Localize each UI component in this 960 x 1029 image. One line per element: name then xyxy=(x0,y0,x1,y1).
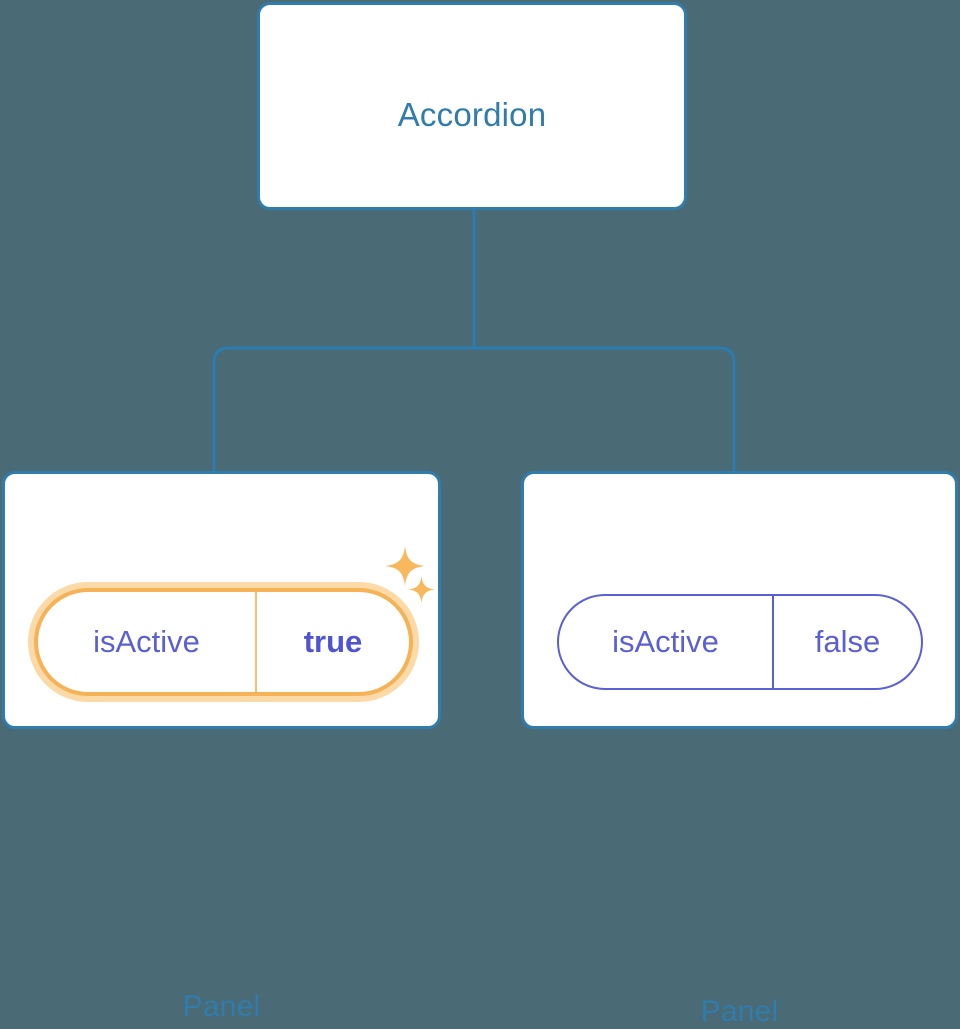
connector-branch-right xyxy=(474,346,736,472)
node-accordion[interactable]: Accordion xyxy=(257,2,687,210)
prop-key-label: isActive xyxy=(93,624,200,659)
prop-pill-isactive-true[interactable]: isActive true xyxy=(34,588,413,696)
prop-pill-isactive-false[interactable]: isActive false xyxy=(557,594,923,690)
node-panel-left-label: Panel xyxy=(182,990,261,1023)
prop-key-label: isActive xyxy=(612,624,719,659)
prop-value-label: true xyxy=(255,592,409,692)
node-accordion-label: Accordion xyxy=(397,96,547,133)
prop-value-label: false xyxy=(772,596,921,688)
node-panel-right-label: Panel xyxy=(700,995,779,1028)
connector-branch-left xyxy=(212,346,474,472)
